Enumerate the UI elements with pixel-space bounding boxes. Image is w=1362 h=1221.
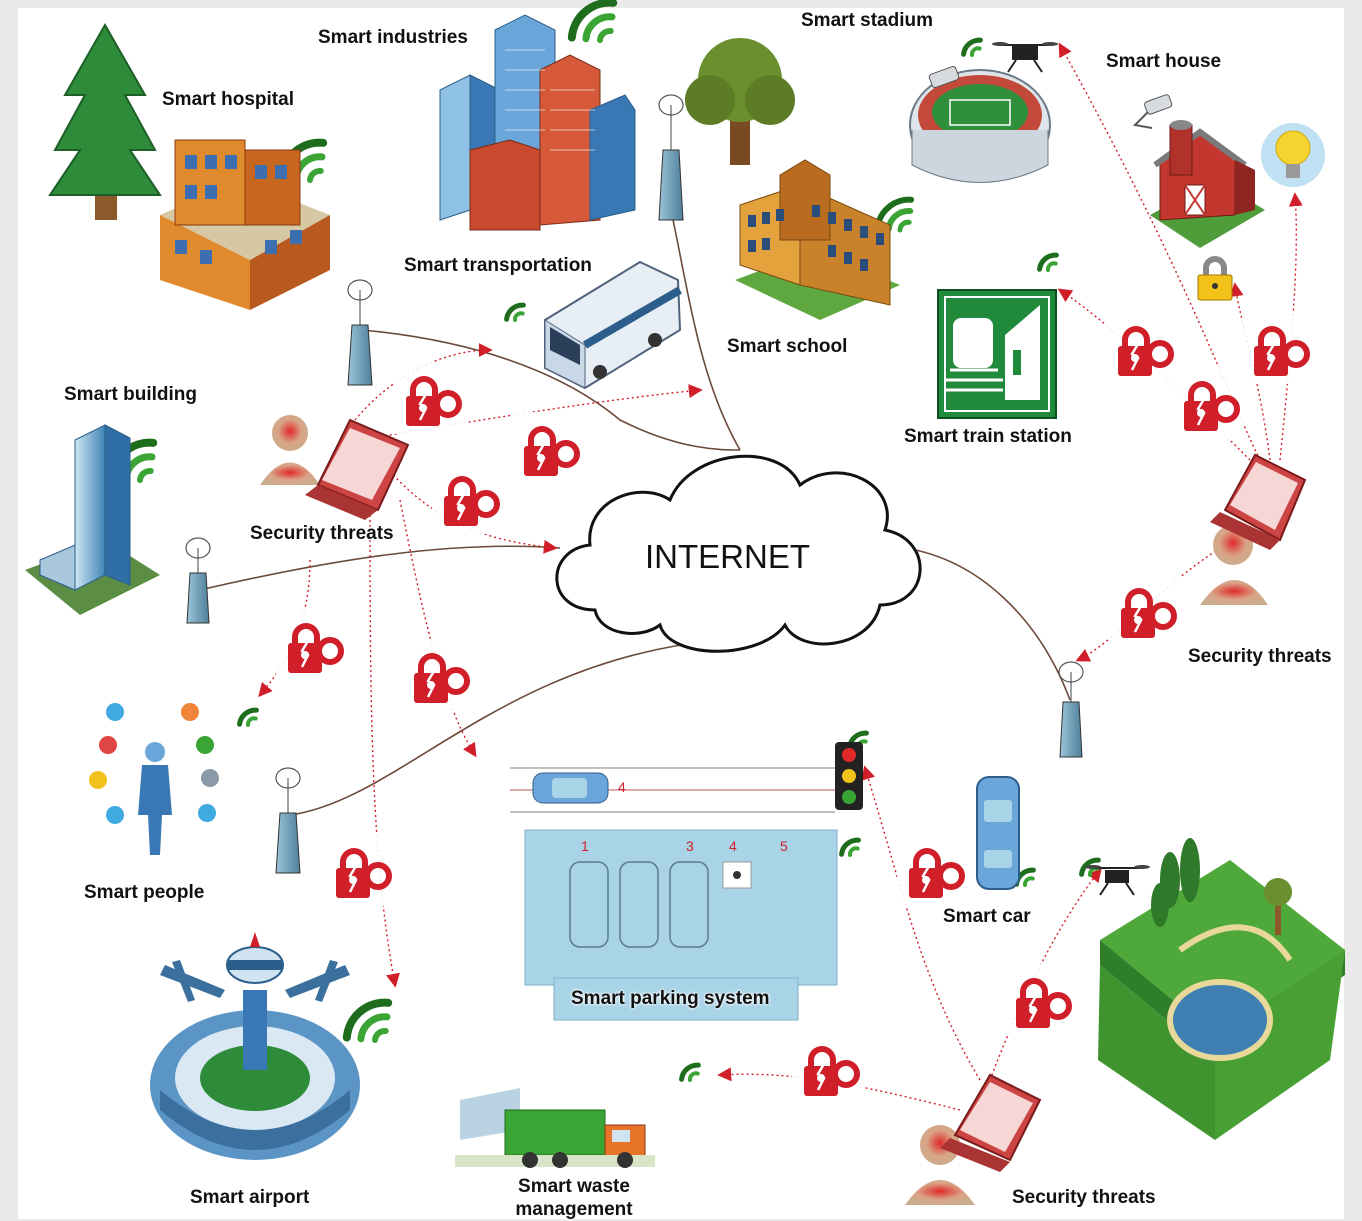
cctv-camera-icon	[1132, 94, 1173, 129]
parking-slot-number: 4	[729, 838, 737, 854]
drone-icon	[1085, 865, 1150, 896]
school-building-icon	[735, 159, 900, 320]
label-security-threats-right: Security threats	[1188, 646, 1332, 667]
broken-lock-icon	[432, 462, 504, 534]
hacker-figures	[260, 415, 1307, 1205]
broken-lock-icon	[402, 639, 474, 711]
label-security-threats-bottom: Security threats	[1012, 1187, 1156, 1208]
bus-icon	[544, 260, 683, 390]
smart-people-icon	[89, 703, 219, 855]
wifi-icon	[839, 837, 861, 857]
broken-lock-icon	[1004, 964, 1076, 1036]
stadium-icon	[909, 69, 1051, 183]
hospital-building-icon	[160, 139, 330, 310]
laptop-icon	[1210, 453, 1307, 550]
label-smart-people: Smart people	[84, 882, 205, 903]
broken-lock-icon	[1109, 574, 1181, 646]
hacker-icon	[905, 1125, 975, 1205]
broken-lock-icon	[792, 1032, 864, 1104]
tower-icon	[347, 279, 373, 386]
drone-icon	[992, 42, 1058, 73]
laptop-icon	[940, 1073, 1042, 1172]
internet-cloud	[555, 454, 922, 653]
broken-lock-icon	[324, 834, 396, 906]
threat-lock-icons	[276, 312, 1314, 1104]
wifi-icon	[961, 37, 983, 57]
parking-slot-number: 5	[780, 838, 788, 854]
label-smart-school: Smart school	[727, 336, 848, 357]
label-smart-house: Smart house	[1106, 51, 1222, 72]
parking-slot-number: 1	[581, 838, 589, 854]
label-smart-hospital: Smart hospital	[162, 89, 294, 110]
light-bulb-icon	[1261, 123, 1325, 187]
broken-lock-icon	[394, 362, 466, 434]
road-lane-number: 4	[618, 779, 626, 795]
label-smart-parking-system: Smart parking system	[571, 988, 770, 1009]
label-security-threats-left: Security threats	[250, 523, 394, 544]
label-smart-waste-line1: Smart waste	[518, 1176, 630, 1197]
smart-park-map-icon	[1098, 838, 1345, 1140]
label-smart-transportation: Smart transportation	[404, 255, 592, 276]
network-links	[199, 214, 1071, 816]
wifi-icon	[679, 1062, 701, 1082]
wifi-icon	[237, 707, 259, 727]
laptop-icon	[305, 418, 410, 520]
tower-icon	[1058, 661, 1084, 758]
padlock-icon	[1197, 256, 1233, 301]
wifi-icon	[504, 302, 526, 322]
tower-icon	[658, 94, 684, 221]
wifi-icon	[342, 998, 393, 1043]
antenna-tower-icons	[185, 94, 1084, 874]
hacker-icon	[260, 415, 320, 485]
label-smart-building: Smart building	[64, 384, 197, 405]
label-smart-stadium: Smart stadium	[801, 10, 933, 31]
broken-lock-icon	[512, 412, 584, 484]
broken-lock-icon	[1242, 312, 1314, 384]
wifi-icon	[567, 0, 618, 43]
train-station-sign-icon	[937, 289, 1057, 419]
label-smart-industries: Smart industries	[318, 27, 468, 48]
broken-lock-icon	[897, 834, 969, 906]
label-smart-airport: Smart airport	[190, 1187, 310, 1208]
smart-house-barn-icon	[1150, 120, 1265, 248]
industries-skyscrapers-icon	[439, 14, 636, 231]
broken-lock-icon	[1106, 312, 1178, 384]
label-smart-waste-management: Smart waste management	[504, 1175, 644, 1221]
tower-icon	[185, 537, 211, 624]
label-smart-train-station: Smart train station	[904, 426, 1072, 447]
parking-lot	[524, 829, 838, 1021]
label-smart-waste-line2: management	[515, 1199, 633, 1220]
smart-road	[510, 767, 835, 813]
broken-lock-icon	[1172, 367, 1244, 439]
cctv-camera-icon	[928, 65, 960, 89]
airport-icon	[150, 932, 360, 1160]
skyscraper-icon	[25, 424, 160, 615]
wifi-icon	[1037, 252, 1059, 272]
parking-slot-number: 3	[686, 838, 694, 854]
label-smart-car: Smart car	[943, 906, 1031, 927]
oak-tree-icon	[685, 38, 795, 165]
traffic-light-icon	[835, 742, 863, 810]
garbage-truck-icon	[455, 1088, 655, 1168]
pine-tree-icon	[48, 22, 162, 220]
internet-label: INTERNET	[645, 538, 810, 575]
smart-car-icon	[976, 776, 1020, 890]
broken-lock-icon	[276, 609, 348, 681]
tower-icon	[275, 767, 301, 874]
